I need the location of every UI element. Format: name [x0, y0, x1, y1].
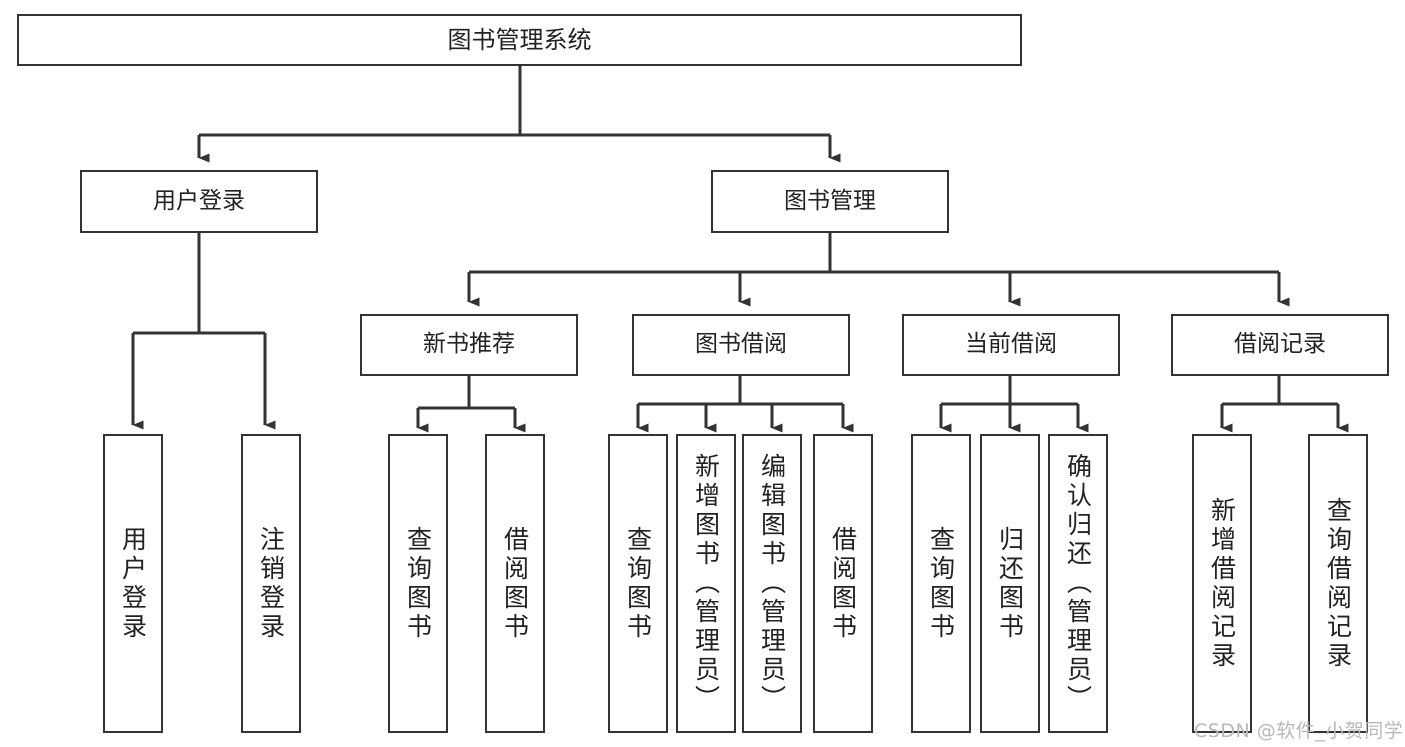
node-leaf-borrow-book[interactable]: 借阅图书	[813, 434, 873, 733]
node-leaf-borrow-book-new[interactable]: 借阅图书	[485, 434, 545, 733]
node-leaf-add-book-admin-label: 新增图书（管理员）	[691, 453, 721, 714]
node-leaf-search-book-borrow-label: 查询图书	[623, 525, 653, 642]
node-leaf-search-borrow-record[interactable]: 查询借阅记录	[1308, 434, 1368, 733]
node-leaf-user-login[interactable]: 用户登录	[103, 434, 163, 733]
node-leaf-search-book-new[interactable]: 查询图书	[388, 434, 448, 733]
node-leaf-search-book-current[interactable]: 查询图书	[911, 434, 971, 733]
node-leaf-borrow-book-new-label: 借阅图书	[500, 525, 530, 642]
node-leaf-logout-label: 注销登录	[256, 525, 286, 642]
node-leaf-user-login-label: 用户登录	[118, 525, 148, 642]
node-leaf-search-book-current-label: 查询图书	[926, 525, 956, 642]
node-book-management[interactable]: 图书管理	[711, 170, 949, 233]
node-current-borrow-label: 当前借阅	[965, 331, 1057, 358]
node-new-book-recommend[interactable]: 新书推荐	[360, 314, 578, 376]
node-leaf-return-book[interactable]: 归还图书	[980, 434, 1040, 733]
node-leaf-search-book-new-label: 查询图书	[403, 525, 433, 642]
node-borrow-record[interactable]: 借阅记录	[1171, 314, 1389, 376]
node-user-login[interactable]: 用户登录	[80, 170, 318, 233]
node-leaf-search-book-borrow[interactable]: 查询图书	[608, 434, 668, 733]
csdn-watermark: CSDN @软件_小贺同学	[1194, 720, 1404, 742]
node-leaf-search-borrow-record-label: 查询借阅记录	[1323, 496, 1353, 671]
node-book-borrow[interactable]: 图书借阅	[632, 314, 850, 376]
node-current-borrow[interactable]: 当前借阅	[902, 314, 1120, 376]
node-leaf-confirm-return-admin-label: 确认归还（管理员）	[1063, 453, 1093, 714]
node-borrow-record-label: 借阅记录	[1234, 331, 1326, 358]
node-book-borrow-label: 图书借阅	[695, 331, 787, 358]
node-root[interactable]: 图书管理系统	[17, 14, 1022, 66]
node-leaf-edit-book-admin[interactable]: 编辑图书（管理员）	[742, 434, 802, 733]
node-leaf-add-book-admin[interactable]: 新增图书（管理员）	[676, 434, 736, 733]
node-new-book-recommend-label: 新书推荐	[423, 331, 515, 358]
node-user-login-label: 用户登录	[153, 187, 245, 214]
node-book-management-label: 图书管理	[784, 187, 876, 214]
node-leaf-return-book-label: 归还图书	[995, 525, 1025, 642]
node-leaf-edit-book-admin-label: 编辑图书（管理员）	[757, 453, 787, 714]
node-leaf-add-borrow-record[interactable]: 新增借阅记录	[1192, 434, 1252, 733]
node-leaf-confirm-return-admin[interactable]: 确认归还（管理员）	[1048, 434, 1108, 733]
node-leaf-logout[interactable]: 注销登录	[241, 434, 301, 733]
node-root-label: 图书管理系统	[447, 25, 592, 54]
node-leaf-borrow-book-label: 借阅图书	[828, 525, 858, 642]
node-leaf-add-borrow-record-label: 新增借阅记录	[1207, 496, 1237, 671]
